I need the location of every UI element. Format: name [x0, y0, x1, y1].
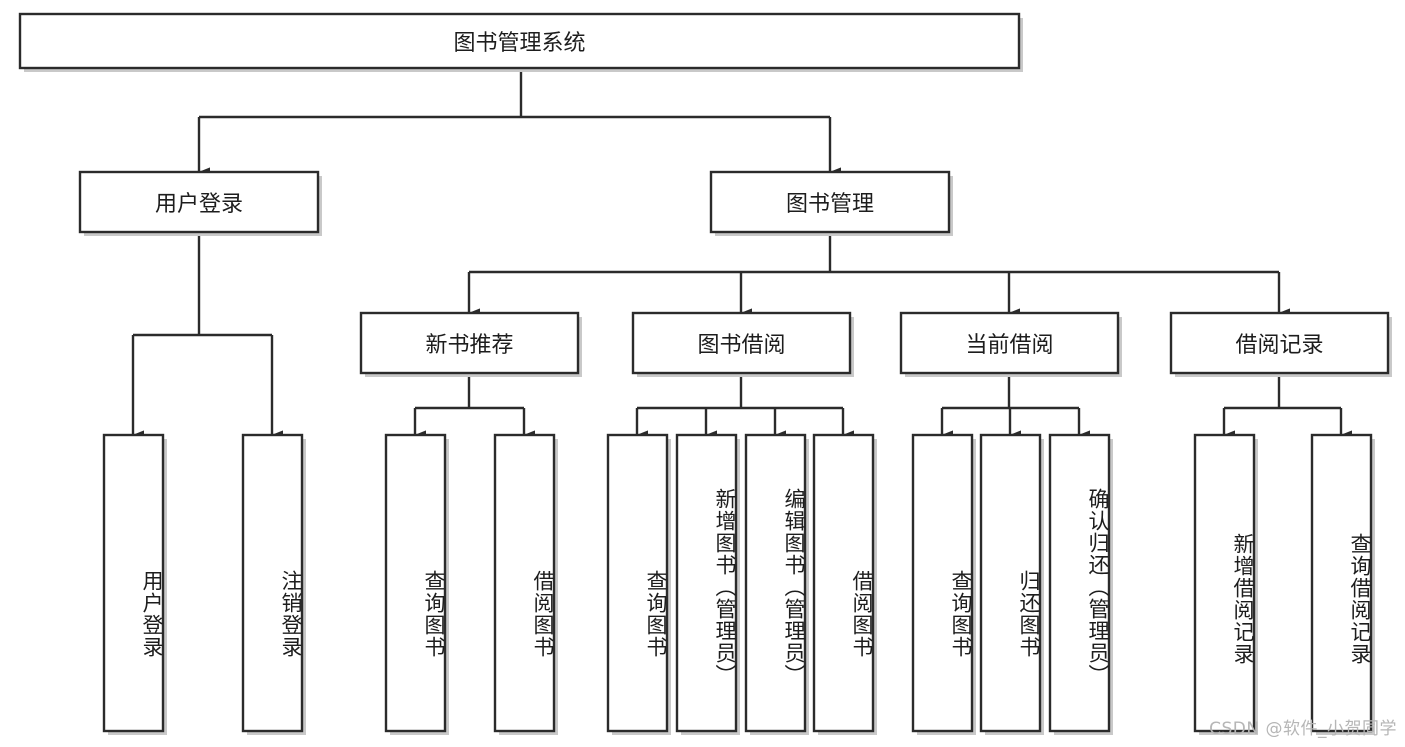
- node-box-new-book-recommend[interactable]: [359, 311, 580, 375]
- csdn-watermark: CSDN @软件_小贺同学: [1209, 719, 1397, 739]
- node-box-leaf-edit-book[interactable]: [744, 433, 807, 733]
- node-box-leaf-user-login[interactable]: [102, 433, 165, 733]
- node-box-leaf-user-logout[interactable]: [241, 433, 304, 733]
- node-box-leaf-add-record[interactable]: [1193, 433, 1256, 733]
- node-box-root[interactable]: [18, 12, 1021, 70]
- node-box-leaf-query-book-1[interactable]: [384, 433, 447, 733]
- node-box-leaf-borrow-book-1[interactable]: [493, 433, 556, 733]
- node-box-leaf-borrow-book-2[interactable]: [812, 433, 875, 733]
- node-box-borrow-record[interactable]: [1169, 311, 1390, 375]
- connector-group: [131, 70, 1352, 440]
- node-box-group: [18, 12, 1392, 735]
- node-box-leaf-confirm-return[interactable]: [1048, 433, 1111, 733]
- node-box-leaf-return-book[interactable]: [979, 433, 1042, 733]
- node-box-book-management[interactable]: [709, 170, 951, 234]
- node-box-leaf-add-book[interactable]: [675, 433, 738, 733]
- node-box-leaf-query-book-3[interactable]: [911, 433, 974, 733]
- node-box-leaf-query-book-2[interactable]: [606, 433, 669, 733]
- node-box-leaf-query-record[interactable]: [1310, 433, 1373, 733]
- node-box-current-borrow[interactable]: [899, 311, 1120, 375]
- node-box-book-borrow[interactable]: [631, 311, 852, 375]
- node-box-user-login[interactable]: [78, 170, 320, 234]
